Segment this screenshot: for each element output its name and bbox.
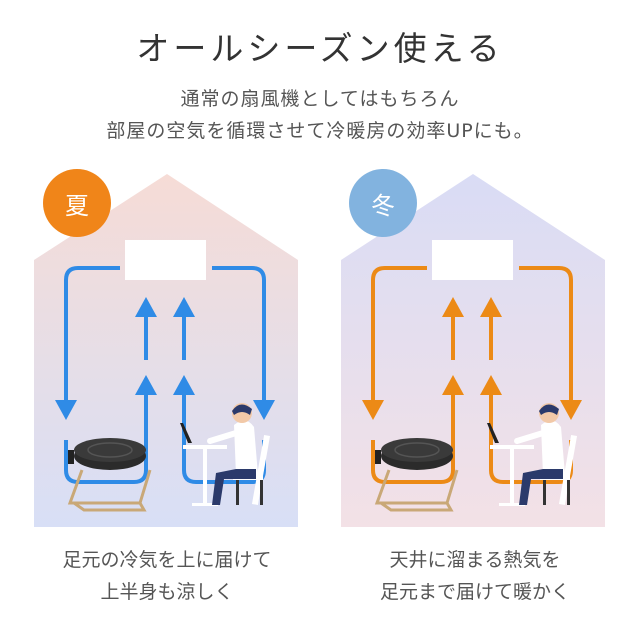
summer-house: [34, 174, 298, 527]
air-conditioner: [125, 240, 206, 280]
badge-winter: 冬: [349, 169, 417, 237]
arrow-up-icon: [442, 297, 464, 317]
airflow-line: [489, 392, 573, 484]
summer-caption-line-2: 上半身も涼しく: [100, 581, 234, 603]
winter-caption-line-2: 足元まで届けて暖かく: [379, 581, 570, 603]
summer-caption: 足元の冷気を上に届けて 上半身も涼しく: [17, 544, 317, 608]
air-conditioner: [432, 240, 513, 280]
page-title: オールシーズン使える: [136, 29, 504, 68]
arrow-down-icon: [253, 400, 275, 420]
arrow-up-icon: [135, 297, 157, 317]
arrow-up-icon: [480, 375, 502, 395]
airflow-line: [182, 392, 266, 484]
airflow-line: [64, 266, 120, 405]
arrow-down-icon: [362, 400, 384, 420]
arrow-up-icon: [135, 375, 157, 395]
winter-caption-line-1: 天井に溜まる熱気を: [389, 549, 561, 571]
airflow-line: [212, 266, 266, 405]
winter-house: [341, 174, 605, 527]
summer-caption-line-1: 足元の冷気を上に届けて: [62, 549, 272, 571]
airflow-line: [64, 392, 148, 484]
arrow-up-icon: [480, 297, 502, 317]
airflow-line: [519, 266, 573, 405]
badge-summer: 夏: [43, 169, 111, 237]
subtitle-line-1: 通常の扇風機としてはもちろん: [180, 88, 460, 110]
airflow-line: [371, 392, 455, 484]
arrow-down-icon: [55, 400, 77, 420]
arrow-down-icon: [560, 400, 582, 420]
subtitle-line-2: 部屋の空気を循環させて冷暖房の効率UPにも。: [106, 120, 534, 142]
arrow-up-icon: [173, 297, 195, 317]
arrow-up-icon: [442, 375, 464, 395]
winter-caption: 天井に溜まる熱気を 足元まで届けて暖かく: [325, 544, 625, 608]
arrow-up-icon: [173, 375, 195, 395]
airflow-line: [371, 266, 427, 405]
